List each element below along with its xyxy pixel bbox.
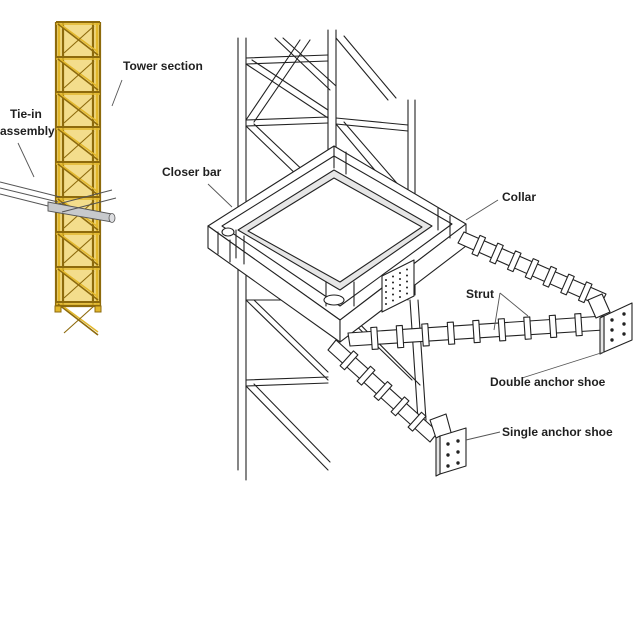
label-tie-in-line1: Tie-in [10, 107, 42, 121]
label-closer-bar: Closer bar [162, 165, 222, 179]
collar-bolt-plate [381, 259, 415, 313]
single-anchor-shoe [429, 413, 467, 477]
collar [207, 145, 467, 343]
label-tower-section: Tower section [123, 59, 203, 73]
label-strut: Strut [466, 287, 494, 301]
double-anchor-shoe [587, 293, 633, 355]
label-tie-in-line2: assembly [0, 124, 55, 138]
label-double-anchor-shoe: Double anchor shoe [490, 375, 606, 389]
tie-in-bar [47, 189, 117, 223]
line-art-tower [237, 29, 427, 481]
struts [327, 231, 607, 443]
yellow-tower-section [0, 21, 117, 336]
leader-lines [17, 79, 605, 441]
label-collar: Collar [502, 190, 536, 204]
label-single-anchor-shoe: Single anchor shoe [502, 425, 613, 439]
